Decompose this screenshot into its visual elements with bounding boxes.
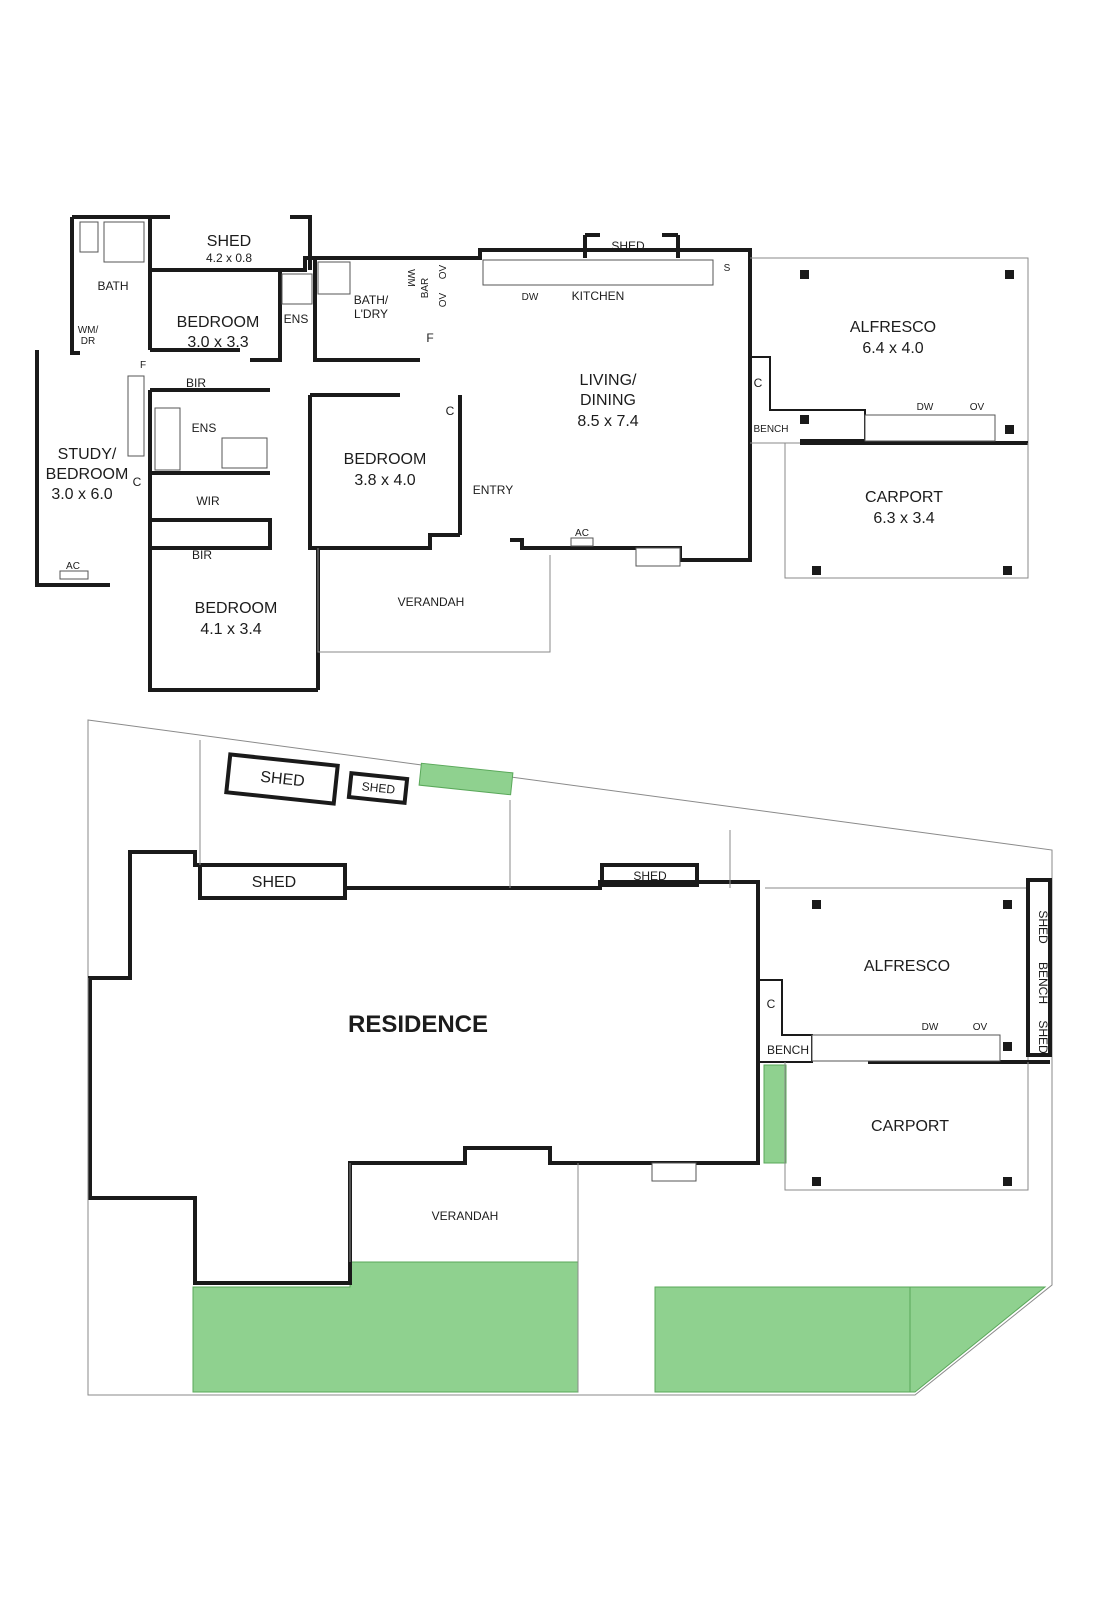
bir2-label: BIR: [192, 548, 212, 562]
shed-top-dim: 4.2 x 0.8: [206, 251, 252, 265]
study-dim: 3.0 x 6.0: [51, 486, 112, 503]
shed-kitchen-label: SHED: [611, 239, 645, 253]
site-dw-label: DW: [922, 1022, 939, 1033]
wir-label: WIR: [196, 494, 220, 508]
entry-label: ENTRY: [473, 483, 513, 497]
s-label: S: [724, 263, 731, 274]
ens2-label: ENS: [192, 421, 217, 435]
site-shed-c-label: SHED: [252, 874, 296, 891]
alfresco-dim: 6.4 x 4.0: [862, 340, 923, 357]
site-c-label: C: [767, 997, 776, 1011]
verandah-label: VERANDAH: [398, 595, 465, 609]
c2-label: C: [446, 404, 455, 418]
site-bench-side-label: BENCH: [1036, 962, 1050, 1004]
living-label: LIVING/DINING: [580, 372, 637, 409]
wm-dr-label: WM/DR: [78, 325, 99, 347]
carport-label: CARPORT: [865, 489, 943, 506]
site-shed-b-label: SHED: [361, 779, 396, 796]
living-dim: 8.5 x 7.4: [577, 413, 638, 430]
dw2-label: DW: [917, 402, 934, 413]
carport-dim: 6.3 x 3.4: [873, 510, 934, 527]
site-verandah-label: VERANDAH: [432, 1209, 499, 1223]
ov3-label: OV: [970, 402, 985, 413]
alfresco-label: ALFRESCO: [850, 319, 936, 336]
bedroom3-label: BEDROOM: [195, 600, 278, 617]
bir1-label: BIR: [186, 376, 206, 390]
wm-label: WM: [405, 269, 416, 287]
f2-label: F: [140, 360, 146, 371]
bedroom1-dim: 3.0 x 3.3: [187, 334, 248, 351]
site-plan: [87, 719, 1053, 1396]
bath-ldry-label: BATH/L'DRY: [354, 293, 389, 321]
site-shed-d-label: SHED: [633, 869, 667, 883]
kitchen-label: KITCHEN: [572, 289, 625, 303]
ac2-label: AC: [66, 561, 80, 572]
study-label: STUDY/BEDROOM: [46, 446, 129, 483]
bedroom2-label: BEDROOM: [344, 451, 427, 468]
f1-label: F: [426, 331, 433, 345]
site-shed-a-label: SHED: [259, 769, 305, 791]
ov1-label: OV: [438, 264, 449, 279]
bath-label: BATH: [97, 279, 128, 293]
c1-label: C: [754, 376, 763, 390]
shed-top-label: SHED: [207, 233, 251, 250]
ens1-label: ENS: [284, 312, 309, 326]
site-ov-label: OV: [973, 1022, 988, 1033]
site-shed-e-label: SHED: [1036, 910, 1050, 944]
ac1-label: AC: [575, 528, 589, 539]
bedroom1-label: BEDROOM: [177, 314, 260, 331]
residence-label: RESIDENCE: [348, 1011, 488, 1038]
bar-label: BAR: [420, 278, 431, 299]
floor-plan: [35, 215, 1029, 692]
c3-label: C: [133, 475, 142, 489]
site-carport-label: CARPORT: [871, 1118, 949, 1135]
dw1-label: DW: [522, 292, 539, 303]
bedroom2-dim: 3.8 x 4.0: [354, 472, 415, 489]
ov2-label: OV: [438, 292, 449, 307]
site-shed-f-label: SHED: [1036, 1020, 1050, 1054]
bench1-label: BENCH: [753, 424, 788, 435]
site-alfresco-label: ALFRESCO: [864, 958, 950, 975]
site-bench-label: BENCH: [767, 1043, 809, 1057]
bedroom3-dim: 4.1 x 3.4: [200, 621, 261, 638]
